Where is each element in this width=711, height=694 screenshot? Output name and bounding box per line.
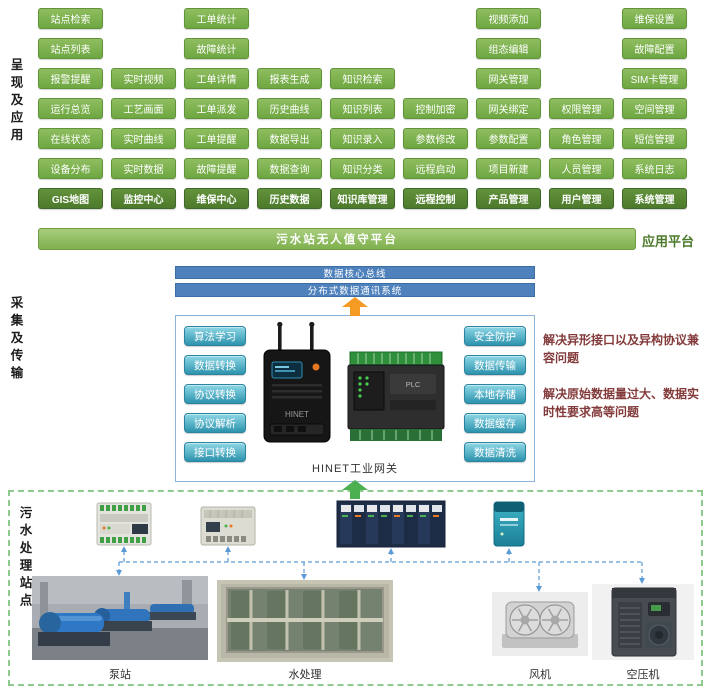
app-category-header[interactable]: 维保中心 [184, 188, 249, 209]
app-function-button[interactable]: 角色管理 [549, 128, 614, 149]
app-function-button[interactable]: 工单提醒 [184, 128, 249, 149]
station-section: 污水处理站点 [8, 490, 703, 686]
app-function-button[interactable]: 短信管理 [622, 128, 687, 149]
plc-device-image [96, 502, 152, 546]
app-function-button[interactable]: 知识分类 [330, 158, 395, 179]
application-platform-tag: 应用平台 [642, 234, 695, 249]
app-function-button[interactable]: 数据导出 [257, 128, 322, 149]
app-category-header[interactable]: 用户管理 [549, 188, 614, 209]
gateway-function-button[interactable]: 安全防护 [464, 326, 526, 346]
gateway-label: HINET工业网关 [312, 463, 398, 475]
gateway-function-button[interactable]: 本地存储 [464, 384, 526, 404]
app-category-header[interactable]: 产品管理 [476, 188, 541, 209]
app-function-button[interactable]: 实时数据 [111, 158, 176, 179]
app-function-button[interactable]: SIM卡管理 [622, 68, 687, 89]
app-function-button[interactable]: 报警提醒 [38, 68, 103, 89]
app-grid: 站点检索站点列表报警提醒运行总览在线状态设备分布 GIS地图 实时视频工艺画面实时曲… [38, 8, 687, 209]
app-function-button[interactable]: 工艺画面 [111, 98, 176, 119]
platform-bar: 污水站无人值守平台 [38, 228, 636, 250]
plc-device-image [200, 506, 256, 546]
gateway-function-button[interactable]: 协议解析 [184, 413, 246, 433]
app-function-button[interactable]: 故障配置 [622, 38, 687, 59]
app-function-button[interactable]: 参数修改 [403, 128, 468, 149]
app-function-button[interactable]: 权限管理 [549, 98, 614, 119]
app-function-button[interactable]: 工单详情 [184, 68, 249, 89]
machine-label: 水处理 [288, 669, 322, 681]
app-function-button[interactable]: 实时曲线 [111, 128, 176, 149]
up-arrow-orange-icon [342, 297, 368, 316]
router-device: HINET [263, 321, 331, 443]
gateway-right-functions: 安全防护 数据传输 本地存储 数据缓存 数据清洗 [464, 326, 526, 462]
app-function-button[interactable]: 视频添加 [476, 8, 541, 29]
app-function-button[interactable]: 知识检索 [330, 68, 395, 89]
gateway-function-button[interactable]: 数据缓存 [464, 413, 526, 433]
app-function-button[interactable]: 知识录入 [330, 128, 395, 149]
gateway-function-button[interactable]: 数据转换 [184, 355, 246, 375]
app-function-button[interactable]: 历史曲线 [257, 98, 322, 119]
app-function-button[interactable]: 故障提醒 [184, 158, 249, 179]
app-function-button[interactable]: 组态编辑 [476, 38, 541, 59]
gateway-function-button[interactable]: 算法学习 [184, 326, 246, 346]
gateway-function-button[interactable]: 数据传输 [464, 355, 526, 375]
app-function-button[interactable]: 维保设置 [622, 8, 687, 29]
app-function-button[interactable]: 实时视频 [111, 68, 176, 89]
app-function-button[interactable]: 系统日志 [622, 158, 687, 179]
app-function-button[interactable]: 报表生成 [257, 68, 322, 89]
app-function-button[interactable]: 运行总览 [38, 98, 103, 119]
air-compressor-photo [592, 584, 694, 660]
app-function-button[interactable]: 空间管理 [622, 98, 687, 119]
gateway-function-button[interactable]: 接口转换 [184, 442, 246, 462]
app-function-button[interactable]: 网关管理 [476, 68, 541, 89]
controller-image [492, 500, 526, 548]
app-function-button[interactable]: 项目新建 [476, 158, 541, 179]
gateway-panel: 算法学习 数据转换 协议转换 协议解析 接口转换 [175, 315, 535, 482]
app-category-header[interactable]: 监控中心 [111, 188, 176, 209]
pump-station-photo [32, 576, 208, 660]
svg-text:PLC: PLC [406, 380, 421, 389]
app-category-header[interactable]: GIS地图 [38, 188, 103, 209]
data-core-bus-bar: 数据核心总线 [175, 266, 535, 280]
app-function-button[interactable]: 网关绑定 [476, 98, 541, 119]
svg-text:HINET: HINET [285, 410, 309, 419]
app-function-button[interactable]: 远程启动 [403, 158, 468, 179]
presentation-layer-label: 呈现及应用 [8, 58, 23, 146]
machine-label: 风机 [529, 669, 551, 681]
fan-photo [492, 592, 588, 656]
app-function-button[interactable]: 在线状态 [38, 128, 103, 149]
plc-device: PLC [347, 351, 445, 441]
app-function-button[interactable]: 参数配置 [476, 128, 541, 149]
app-function-button[interactable]: 工单统计 [184, 8, 249, 29]
gateway-function-button[interactable]: 协议转换 [184, 384, 246, 404]
gateway-function-button[interactable]: 数据清洗 [464, 442, 526, 462]
app-category-header[interactable]: 历史数据 [257, 188, 322, 209]
app-category-header[interactable]: 远程控制 [403, 188, 468, 209]
app-function-button[interactable]: 站点检索 [38, 8, 103, 29]
app-function-button[interactable]: 工单派发 [184, 98, 249, 119]
station-section-label: 污水处理站点 [17, 506, 32, 611]
app-category-header[interactable]: 系统管理 [622, 188, 687, 209]
app-function-button[interactable]: 数据查询 [257, 158, 322, 179]
machine-label: 空压机 [626, 669, 660, 681]
app-category-header[interactable]: 知识库管理 [330, 188, 395, 209]
app-function-button[interactable]: 故障统计 [184, 38, 249, 59]
note-protocol-compatibility: 解决异形接口以及异构协议兼容问题 [543, 333, 700, 365]
app-function-button[interactable]: 人员管理 [549, 158, 614, 179]
app-function-button[interactable]: 控制加密 [403, 98, 468, 119]
app-function-button[interactable]: 知识列表 [330, 98, 395, 119]
control-rack-image [336, 500, 446, 548]
note-data-volume: 解决原始数据量过大、数据实时性要求高等问题 [543, 387, 700, 419]
up-arrow-green-icon [342, 480, 368, 499]
app-function-button[interactable]: 设备分布 [38, 158, 103, 179]
gateway-devices-image: HINET [248, 321, 458, 452]
machine-label: 泵站 [109, 669, 131, 681]
gateway-left-functions: 算法学习 数据转换 协议转换 协议解析 接口转换 [184, 326, 246, 462]
distributed-comm-bar: 分布式数据通讯系统 [175, 283, 535, 297]
app-function-button[interactable]: 站点列表 [38, 38, 103, 59]
water-treatment-photo [217, 580, 393, 662]
collection-layer-label: 采集及传输 [8, 296, 23, 384]
